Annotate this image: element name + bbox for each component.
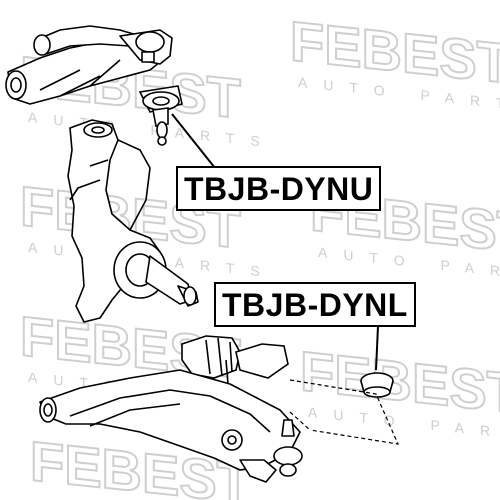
- watermark-logo: FEBEST AUTO PARTS: [299, 338, 500, 446]
- leader-line-lower: [375, 325, 379, 371]
- part-number-label-lower[interactable]: TBJB-DYNL: [214, 282, 416, 327]
- leader-line-upper: [171, 113, 216, 169]
- upper-ball-joint: [138, 85, 183, 146]
- part-number-label-upper[interactable]: TBJB-DYNU: [176, 166, 382, 211]
- leader-lines: [171, 113, 379, 371]
- steering-knuckle: [67, 119, 199, 323]
- watermark-logo: FEBEST AUTO PARTS: [289, 8, 500, 116]
- lower-ball-joint-boot: [181, 335, 289, 401]
- lower-control-arm: [39, 369, 303, 483]
- lower-ball-joint-part: [360, 372, 394, 398]
- upper-control-arm: [5, 25, 173, 105]
- dashed-reference-lines: [289, 379, 399, 445]
